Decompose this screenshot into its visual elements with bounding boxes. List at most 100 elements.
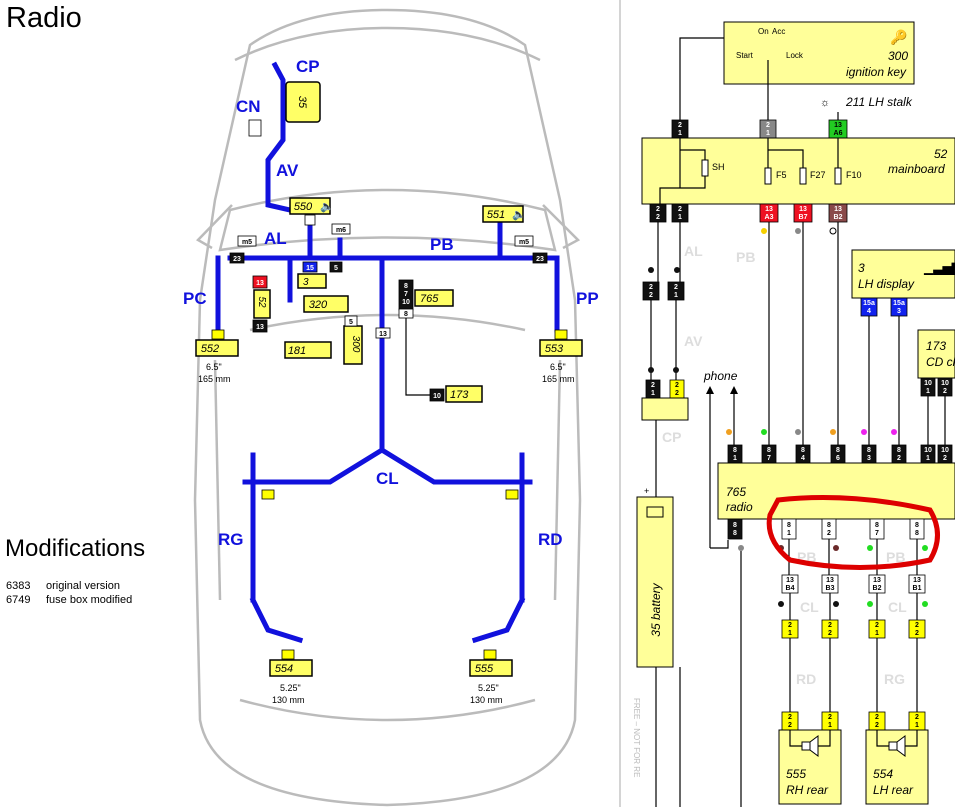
connector-label: 10 bbox=[433, 393, 441, 400]
bus-label-rg: RG bbox=[884, 671, 905, 687]
cp-connector-block: 2 1 2 2 CP bbox=[641, 379, 689, 445]
lh-rear-name: LH rear bbox=[873, 783, 914, 797]
radio-connector-row: 8 1 8 7 8 4 8 6 8 3 8 2 10 1 10 2 bbox=[727, 444, 953, 464]
connector-label: 1 bbox=[828, 722, 832, 729]
speaker-size-mm: 165 mm bbox=[542, 374, 575, 384]
speaker-551-label: 551 bbox=[487, 209, 505, 221]
bus-lines bbox=[215, 61, 560, 644]
connector-label: 8 bbox=[897, 447, 901, 454]
connector-label: 13 bbox=[826, 577, 834, 584]
connector-label: 2 bbox=[915, 630, 919, 637]
fuse-f27: F27 bbox=[810, 170, 826, 180]
signal-icon: ▁▃▅▇ bbox=[923, 261, 955, 275]
connector-label: 2 bbox=[828, 630, 832, 637]
battery-name: 35 battery bbox=[649, 582, 663, 636]
ignition-num: 300 bbox=[888, 49, 908, 63]
speaker-551: 551 🔈 bbox=[482, 205, 526, 223]
connector-label: 2 bbox=[827, 530, 831, 537]
cl-connectors: 13 B4 13 B3 13 B2 13 B1 bbox=[781, 574, 926, 594]
connector-label: 13 bbox=[256, 324, 264, 331]
connector-label: 2 bbox=[675, 382, 679, 389]
connector-label: 8 bbox=[915, 530, 919, 537]
connector-label: 2 bbox=[875, 622, 879, 629]
connector-label: 7 bbox=[404, 291, 408, 298]
connector-label: 10 bbox=[924, 380, 932, 387]
display-component: 3 bbox=[297, 273, 327, 289]
unit-181: 181 bbox=[284, 341, 332, 359]
connector-label: 2 bbox=[656, 206, 660, 213]
connector-label: 2 bbox=[678, 122, 682, 129]
speaker-555: 555 5.25" 130 mm bbox=[469, 649, 513, 705]
connector-label: m6 bbox=[336, 227, 346, 234]
speaker-size-mm: 165 mm bbox=[198, 374, 231, 384]
mainboard-box: SH F5 F27 F10 52 mainboard bbox=[641, 137, 955, 205]
connector-label: 2 bbox=[675, 390, 679, 397]
connector-label: 2 bbox=[828, 622, 832, 629]
connector-label: B4 bbox=[786, 585, 795, 592]
sun-icon: ☼ bbox=[820, 97, 830, 109]
unit-300-label: 300 bbox=[350, 336, 361, 353]
watermark-text: FREE – NOT FOR RE bbox=[632, 698, 641, 777]
connector-label: 2 bbox=[788, 622, 792, 629]
connector-label: 2 bbox=[674, 284, 678, 291]
connector-label: 8 bbox=[733, 530, 737, 537]
modification-text: original version bbox=[46, 580, 120, 592]
ignition-name: ignition key bbox=[846, 65, 907, 79]
connector-label: 3 bbox=[867, 455, 871, 462]
speaker-size: 5.25" bbox=[478, 683, 499, 693]
ignition-acc: Acc bbox=[772, 27, 785, 36]
bus-label-al: AL bbox=[264, 229, 287, 248]
connector-label: 8 bbox=[801, 447, 805, 454]
connector-label: 4 bbox=[867, 308, 871, 315]
bus-label-pp: PP bbox=[576, 289, 599, 308]
cd-label: 173 bbox=[450, 389, 469, 401]
connector-label: 8 bbox=[915, 522, 919, 529]
connector-label: 10 bbox=[924, 447, 932, 454]
connector-label: 1 bbox=[788, 630, 792, 637]
bus-label-rd: RD bbox=[538, 530, 563, 549]
connector-label: 10 bbox=[941, 380, 949, 387]
connector-label: 8 bbox=[787, 522, 791, 529]
cd-component: 10 173 bbox=[429, 385, 483, 403]
connector-label: 1 bbox=[733, 455, 737, 462]
connector-label: 1 bbox=[674, 292, 678, 299]
connector-label: 13 bbox=[256, 280, 264, 287]
speaker-connectors: 2 2 2 1 2 2 2 1 bbox=[781, 711, 926, 731]
bus-label-cl: CL bbox=[376, 469, 399, 488]
bus-label-rd: RD bbox=[796, 671, 816, 687]
battery-box: + 35 battery bbox=[636, 486, 674, 668]
connector-label: 13 bbox=[786, 577, 794, 584]
connector-label: 2 bbox=[915, 714, 919, 721]
connector-label: 8 bbox=[404, 311, 408, 318]
connector-label: 8 bbox=[875, 522, 879, 529]
connector-label: 13 bbox=[834, 122, 842, 129]
connector-label: 2 bbox=[828, 714, 832, 721]
mainboard-component: 52 bbox=[253, 289, 271, 319]
speaker-size-mm: 130 mm bbox=[272, 695, 305, 705]
connector-label: m5 bbox=[519, 239, 529, 246]
rh-rear-name: RH rear bbox=[786, 783, 829, 797]
key-icon: 🔑 bbox=[890, 28, 908, 46]
connector-label: 2 bbox=[766, 122, 770, 129]
bus-label-av: AV bbox=[276, 161, 299, 180]
connector-label: 2 bbox=[656, 214, 660, 221]
connector-label: 1 bbox=[678, 130, 682, 137]
connector-label: 8 bbox=[827, 522, 831, 529]
connector-label: 15a bbox=[893, 300, 905, 307]
connector-label: 3 bbox=[897, 308, 901, 315]
connector-label: 5 bbox=[349, 319, 353, 326]
connector-label: 13 bbox=[913, 577, 921, 584]
rd-rg-connectors: 2 1 2 2 2 1 2 2 bbox=[781, 619, 926, 639]
radio-num: 765 bbox=[726, 485, 746, 499]
connector-label: 13 bbox=[834, 206, 842, 213]
unit-181-label: 181 bbox=[288, 345, 306, 357]
bus-label-pc: PC bbox=[183, 289, 207, 308]
connector-label: 7 bbox=[875, 530, 879, 537]
bus-label-cn: CN bbox=[236, 97, 261, 116]
connector-label: 2 bbox=[651, 382, 655, 389]
bus-label-pb: PB bbox=[886, 549, 905, 565]
connector-label: 8 bbox=[867, 447, 871, 454]
connector-label: 15 bbox=[306, 265, 314, 272]
unit-300: 300 bbox=[343, 325, 363, 365]
connector-label: 13 bbox=[765, 206, 773, 213]
